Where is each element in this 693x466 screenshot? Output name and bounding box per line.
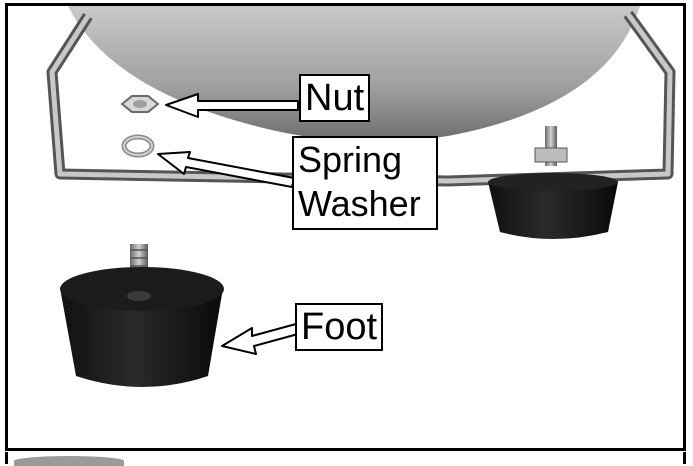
next-figure-object bbox=[14, 456, 124, 466]
spring-washer-part bbox=[121, 134, 155, 158]
nut-arrow bbox=[165, 93, 299, 118]
spring-washer-label-line2: Washer bbox=[298, 183, 421, 224]
compressor-tank-photo bbox=[46, 6, 676, 387]
spring-washer-label: Spring Washer bbox=[292, 136, 438, 230]
nut-label: Nut bbox=[299, 74, 371, 122]
mounted-foot-part bbox=[488, 126, 618, 239]
spring-washer-label-line1: Spring bbox=[298, 139, 403, 180]
figure-frame: Nut Spring Washer Foot bbox=[5, 3, 686, 451]
next-figure-edge bbox=[5, 452, 686, 466]
nut-part bbox=[120, 95, 160, 113]
loose-foot-part bbox=[60, 244, 224, 387]
foot-arrow bbox=[221, 323, 299, 355]
foot-label: Foot bbox=[295, 303, 384, 351]
